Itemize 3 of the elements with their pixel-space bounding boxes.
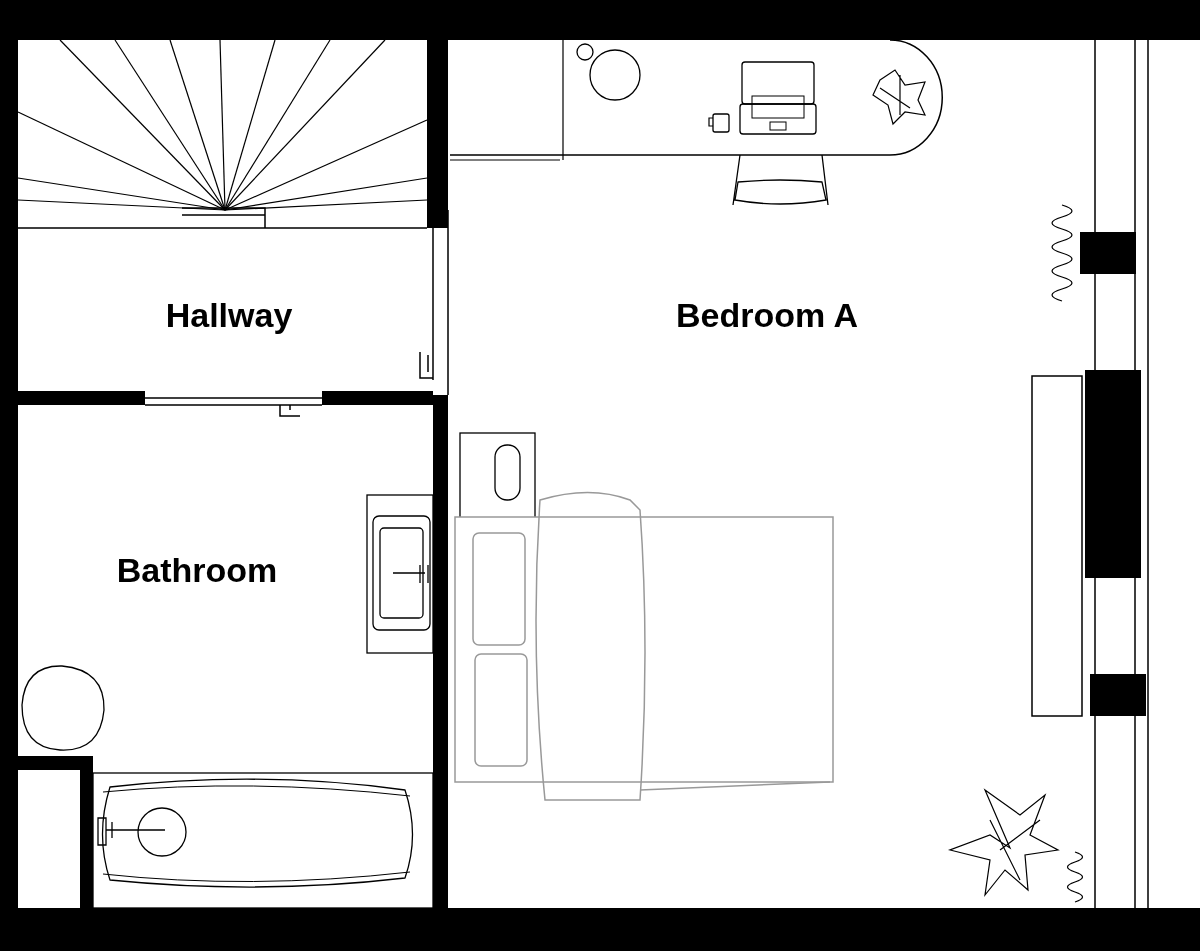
room-label: Hallway <box>165 295 293 335</box>
room-label: Bedroom A <box>676 295 858 335</box>
room-label: Bathroom <box>116 550 278 590</box>
